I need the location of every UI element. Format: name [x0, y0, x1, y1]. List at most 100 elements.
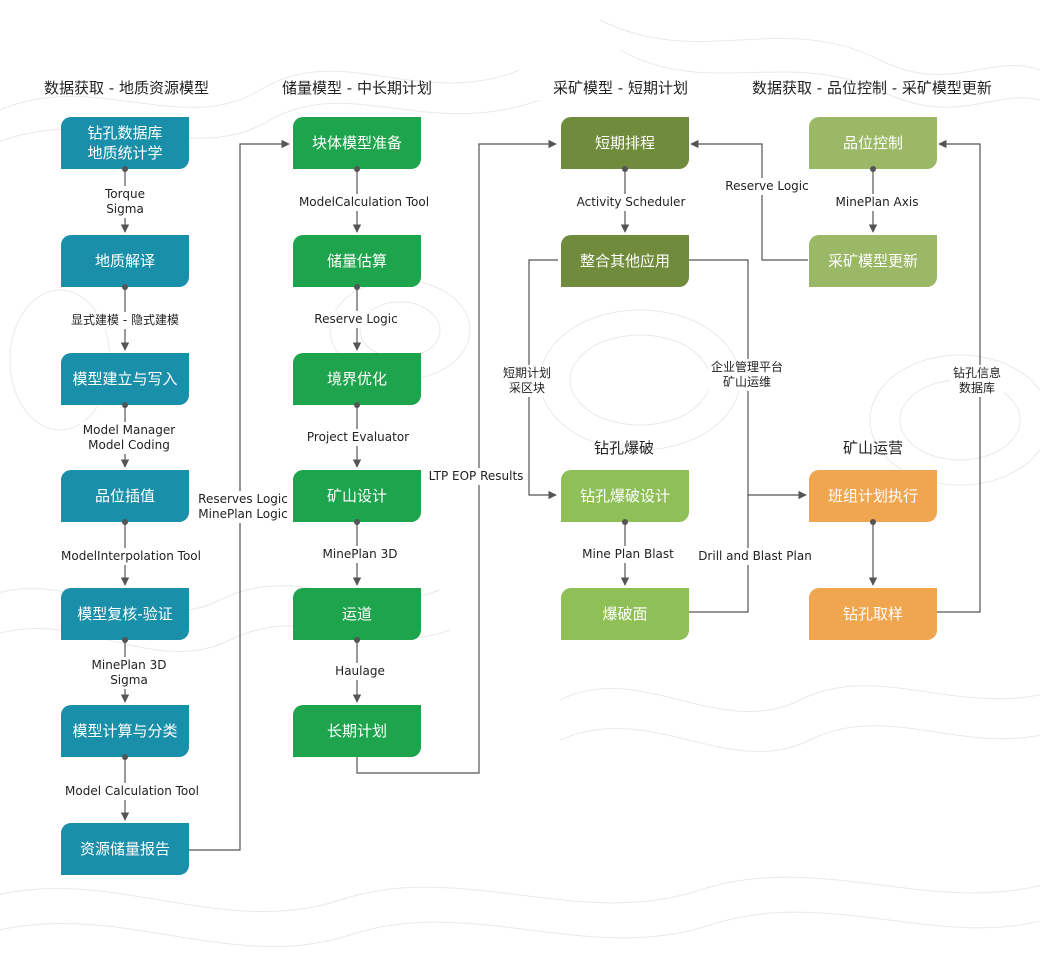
node-label: 钻孔取样	[842, 605, 903, 623]
connector-dot	[870, 519, 876, 525]
connector-dot	[622, 519, 628, 525]
edge-label-explicit-implicit: 显式建模 - 隐式建模	[68, 312, 182, 329]
edge-label-line: Sigma	[110, 673, 148, 687]
node-geological-interpretation[interactable]: 地质解译	[61, 235, 189, 290]
node-label: 采矿模型更新	[827, 252, 918, 270]
edge-label-project-evaluator: Project Evaluator	[303, 429, 413, 446]
node-drill-database[interactable]: 钻孔数据库 地质统计学	[61, 117, 189, 172]
connector-dot	[122, 519, 128, 525]
edge-label-line: 钻孔信息	[952, 366, 1002, 380]
edge-label-line: Torque	[105, 187, 145, 201]
edge-label-reserves-logic: Reserves Logic MinePlan Logic	[195, 491, 291, 523]
edge-label-line: 矿山运维	[722, 375, 772, 389]
node-pit-optimization[interactable]: 境界优化	[293, 353, 421, 408]
connector-dot	[354, 519, 360, 525]
edge-label-model-interpolation: ModelInterpolation Tool	[58, 548, 204, 565]
node-label: 块体模型准备	[311, 134, 402, 152]
edge-label-line: Model Coding	[88, 438, 170, 452]
column-title-geology: 数据获取 - 地质资源模型	[44, 79, 209, 97]
connector-dot	[122, 166, 128, 172]
edge-label-ltp-eop: LTP EOP Results	[425, 468, 527, 485]
edge-label-torque-sigma: Torque Sigma	[102, 186, 148, 218]
node-grade-control[interactable]: 品位控制	[809, 117, 937, 172]
node-model-build[interactable]: 模型建立与写入	[61, 353, 189, 408]
edge-label-reserve-logic: Reserve Logic	[311, 311, 401, 328]
node-short-term-schedule[interactable]: 短期排程	[561, 117, 689, 172]
node-label: 班组计划执行	[827, 487, 918, 505]
node-label: 矿山设计	[326, 487, 387, 505]
edge-label-mineplan-axis: MinePlan Axis	[832, 194, 922, 211]
node-drill-database-line2: 地质统计学	[87, 144, 163, 162]
node-blast-face[interactable]: 爆破面	[561, 588, 689, 640]
node-label: 模型建立与写入	[72, 370, 178, 388]
edge-label-mineplan-sigma: MinePlan 3D Sigma	[88, 657, 170, 689]
node-label: 储量估算	[326, 252, 387, 270]
section-title-drill-blast: 钻孔爆破	[594, 439, 655, 457]
edge-label-line: MinePlan Logic	[198, 507, 288, 521]
node-reserve-estimate[interactable]: 储量估算	[293, 235, 421, 290]
edge-label-line: MinePlan 3D	[91, 658, 167, 672]
edge-label-drillhole-database: 钻孔信息 数据库	[949, 365, 1005, 397]
edge-label-line: Model Manager	[82, 423, 176, 437]
edge-label-line: Reserves Logic	[198, 492, 288, 506]
node-label: 长期计划	[326, 722, 387, 740]
node-drill-blast-design[interactable]: 钻孔爆破设计	[561, 470, 689, 525]
node-drill-sampling[interactable]: 钻孔取样	[809, 588, 937, 640]
node-drill-database-line1: 钻孔数据库	[87, 124, 163, 142]
node-block-model-prep[interactable]: 块体模型准备	[293, 117, 421, 172]
connector-dot	[622, 166, 628, 172]
node-shift-plan-execution[interactable]: 班组计划执行	[809, 470, 937, 525]
edge-label-haulage: Haulage	[332, 663, 388, 680]
connector-dot	[122, 402, 128, 408]
node-label: 品位插值	[94, 487, 155, 505]
edge-label-model-calculation: Model Calculation Tool	[62, 783, 202, 800]
node-mining-model-update[interactable]: 采矿模型更新	[809, 235, 937, 287]
edge-label-activity-scheduler: Activity Scheduler	[573, 194, 689, 211]
edge-label-enterprise-platform: 企业管理平台 矿山运维	[707, 359, 787, 391]
edge-label-line: 短期计划	[502, 366, 552, 380]
node-label: 境界优化	[326, 370, 387, 388]
section-title-mine-ops: 矿山运营	[843, 439, 904, 457]
node-haul-road[interactable]: 运道	[293, 588, 421, 643]
node-label: 地质解译	[94, 252, 155, 270]
edge-label-mine-plan-blast: Mine Plan Blast	[579, 546, 677, 563]
node-long-term-plan[interactable]: 长期计划	[293, 705, 421, 757]
edge-label-mineplan-3d: MinePlan 3D	[319, 546, 401, 563]
node-label: 模型计算与分类	[72, 722, 178, 740]
node-label: 模型复核-验证	[77, 605, 173, 623]
node-model-calc-classify[interactable]: 模型计算与分类	[61, 705, 189, 760]
node-label: 资源储量报告	[79, 840, 170, 858]
edge-label-line: 采区块	[508, 381, 546, 395]
node-label: 短期排程	[594, 134, 655, 152]
node-label: 运道	[341, 605, 372, 623]
node-mine-design[interactable]: 矿山设计	[293, 470, 421, 525]
edge-label-line: 企业管理平台	[710, 360, 784, 374]
connector-dot	[354, 637, 360, 643]
node-resource-report[interactable]: 资源储量报告	[61, 823, 189, 875]
connector-dot	[354, 284, 360, 290]
connector-dot	[870, 166, 876, 172]
column-title-grade-control: 数据获取 - 品位控制 - 采矿模型更新	[752, 79, 992, 97]
node-label: 爆破面	[602, 605, 648, 623]
node-integrate-apps[interactable]: 整合其他应用	[561, 235, 689, 287]
connector-dot	[122, 754, 128, 760]
node-label: 品位控制	[842, 134, 903, 152]
edge-label-short-term-block: 短期计划 采区块	[499, 365, 555, 397]
edge-label-drill-blast-plan: Drill and Blast Plan	[695, 548, 815, 565]
node-model-validation[interactable]: 模型复核-验证	[61, 588, 189, 643]
column-title-reserves: 储量模型 - 中长期计划	[282, 79, 432, 97]
node-label: 钻孔爆破设计	[579, 487, 670, 505]
node-label: 整合其他应用	[579, 252, 670, 270]
node-grade-interpolation[interactable]: 品位插值	[61, 470, 189, 525]
edge-label-line: Sigma	[106, 202, 144, 216]
connector-dot	[354, 402, 360, 408]
edge-label-model-manager: Model Manager Model Coding	[79, 422, 179, 454]
edge-label-line: 数据库	[958, 381, 996, 395]
column-title-mining: 采矿模型 - 短期计划	[553, 79, 688, 97]
edge-label-modelcalculation-tool: ModelCalculation Tool	[295, 194, 433, 211]
connector-dot	[122, 637, 128, 643]
connector-dot	[354, 166, 360, 172]
connector-dot	[122, 284, 128, 290]
edge-label-reserve-logic-feedback: Reserve Logic	[722, 178, 812, 195]
